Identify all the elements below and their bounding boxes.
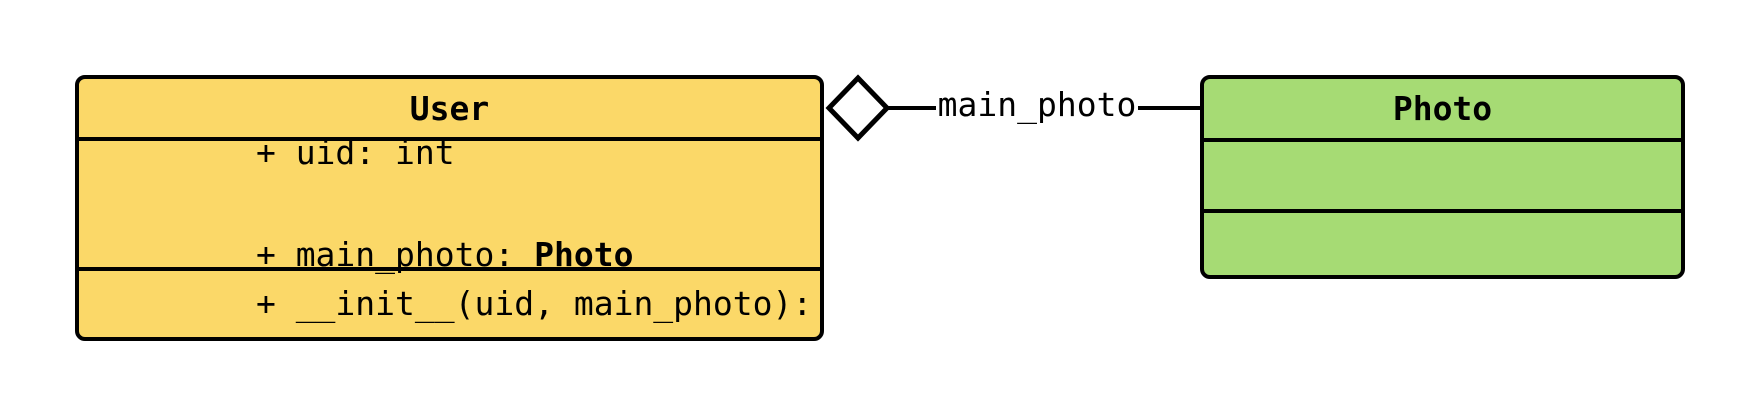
- class-box-user: User + uid: int + main_photo: Photo + __…: [75, 75, 824, 341]
- aggregation-diamond-icon: [825, 74, 891, 142]
- method-init: + __init__(uid, main_photo): None: [255, 284, 813, 323]
- class-methods-photo: [1204, 209, 1681, 271]
- class-attributes-photo: [1204, 138, 1681, 209]
- attribute-main-photo: + main_photo: Photo: [255, 235, 634, 274]
- attribute-type-photo: Photo: [534, 235, 634, 274]
- class-header-photo: Photo: [1204, 79, 1681, 138]
- class-methods-user: + __init__(uid, main_photo): None: [79, 267, 820, 337]
- class-header-user: User: [79, 79, 820, 137]
- class-name-user: User: [409, 88, 490, 128]
- class-attributes-user: + uid: int + main_photo: Photo: [79, 136, 820, 272]
- attribute-uid: + uid: int: [255, 133, 455, 172]
- class-name-photo: Photo: [1392, 89, 1493, 128]
- class-box-photo: Photo: [1200, 75, 1685, 279]
- edge-label-main-photo: main_photo: [937, 85, 1137, 124]
